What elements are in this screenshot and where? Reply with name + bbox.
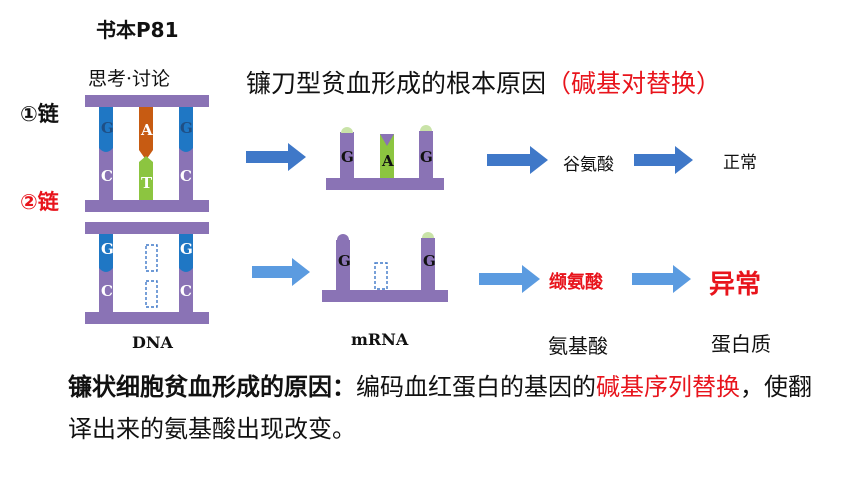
dna-letter-a: A [140, 121, 153, 139]
chain-2-label: ②链 [20, 190, 59, 214]
result-normal: 正常 [723, 153, 757, 173]
dna-lower-letter-g-right: G [180, 240, 193, 258]
base-pair-g-right [179, 107, 193, 152]
mrna-letter-g: G [341, 148, 354, 166]
arrow-mrna-to-amino-top [487, 146, 548, 174]
conclusion-text-1: 编码血红蛋白的基因的 [356, 373, 596, 401]
dna-letter-c: C [101, 167, 113, 185]
dna-lower [85, 222, 209, 324]
dna-lower-letter-c-right: C [180, 282, 192, 300]
dna-lower-letter-c: C [101, 282, 113, 300]
blank-base-slot-top [145, 244, 158, 272]
label-mrna: mRNA [351, 330, 409, 349]
book-reference: 书本P81 [96, 18, 179, 42]
mrna-normal [326, 125, 444, 190]
arrow-dna-to-mrna-bottom [252, 258, 310, 286]
mrna-cap-base-right [419, 131, 433, 139]
mrna-lower-letter-g-right: G [423, 252, 436, 270]
conclusion-highlight: 碱基序列替换 [596, 373, 740, 401]
dna-letter-g-right: G [180, 119, 193, 137]
mrna-cap-base [340, 133, 354, 141]
arrow-mrna-to-amino-bottom [479, 265, 540, 293]
mrna-lower-cap [337, 234, 349, 246]
base-pair-g [99, 107, 113, 152]
mrna-codon-g [340, 132, 354, 178]
base-g-lower-left [99, 234, 113, 272]
dna-letter-c-right: C [180, 167, 192, 185]
label-protein: 蛋白质 [711, 332, 771, 356]
blank-base-slot-bottom [145, 280, 158, 308]
mrna-lower-backbone [322, 290, 448, 302]
mrna-notch [380, 134, 394, 146]
conclusion-heading: 镰状细胞贫血形成的原因： [68, 373, 356, 401]
base-pair-c [99, 156, 113, 200]
chain-1-label: ①链 [20, 102, 59, 126]
dna-normal [85, 95, 209, 212]
result-abnormal: 异常 [709, 270, 762, 300]
mrna-lower-cap-base [421, 238, 435, 246]
amino-acid-mutant: 缬氨酸 [549, 272, 603, 293]
base-t-mutant-pair [139, 156, 153, 200]
mrna-codon-g-right [419, 132, 433, 178]
title-main: 镰刀型贫血形成的根本原因 [246, 69, 547, 98]
mrna-blank-slot [374, 262, 388, 290]
mrna-lower [322, 232, 448, 302]
dna-top-strand [85, 95, 209, 107]
mrna-codon-a [380, 134, 394, 178]
mrna-lower-codon-g-right [421, 240, 435, 290]
conclusion-text-2: ，使翻译出来的氨基酸出现改变。 [68, 373, 812, 443]
mrna-backbone [326, 178, 444, 190]
think-discuss-label: 思考·讨论 [88, 68, 171, 90]
dna-lower-letter-g: G [101, 240, 114, 258]
arrow-amino-to-result-top [634, 146, 693, 174]
label-dna: DNA [132, 333, 173, 352]
title-note: （碱基对替换） [546, 69, 722, 98]
base-g-lower-right [179, 234, 193, 272]
conclusion-paragraph: 镰状细胞贫血形成的原因：编码血红蛋白的基因的碱基序列替换，使翻译出来的氨基酸出现… [68, 366, 828, 450]
arrow-amino-to-result-bottom [632, 265, 691, 293]
mrna-lower-codon-g [336, 240, 350, 290]
arrow-dna-to-mrna-top [246, 143, 306, 171]
amino-acid-normal: 谷氨酸 [563, 155, 614, 175]
dna-lower-top-strand [85, 222, 209, 234]
dna-lower-bottom-strand [85, 312, 209, 324]
page-title: 镰刀型贫血形成的根本原因（碱基对替换） [246, 64, 721, 100]
mrna-lower-letter-g: G [338, 252, 351, 270]
mrna-letter-a: A [381, 152, 394, 170]
dna-letter-g: G [101, 119, 114, 137]
base-a-mutant-pair [139, 107, 153, 160]
label-amino-acid: 氨基酸 [548, 334, 608, 358]
mrna-letter-g-right: G [420, 148, 433, 166]
dna-bottom-strand [85, 200, 209, 212]
dna-letter-t: T [141, 174, 153, 192]
